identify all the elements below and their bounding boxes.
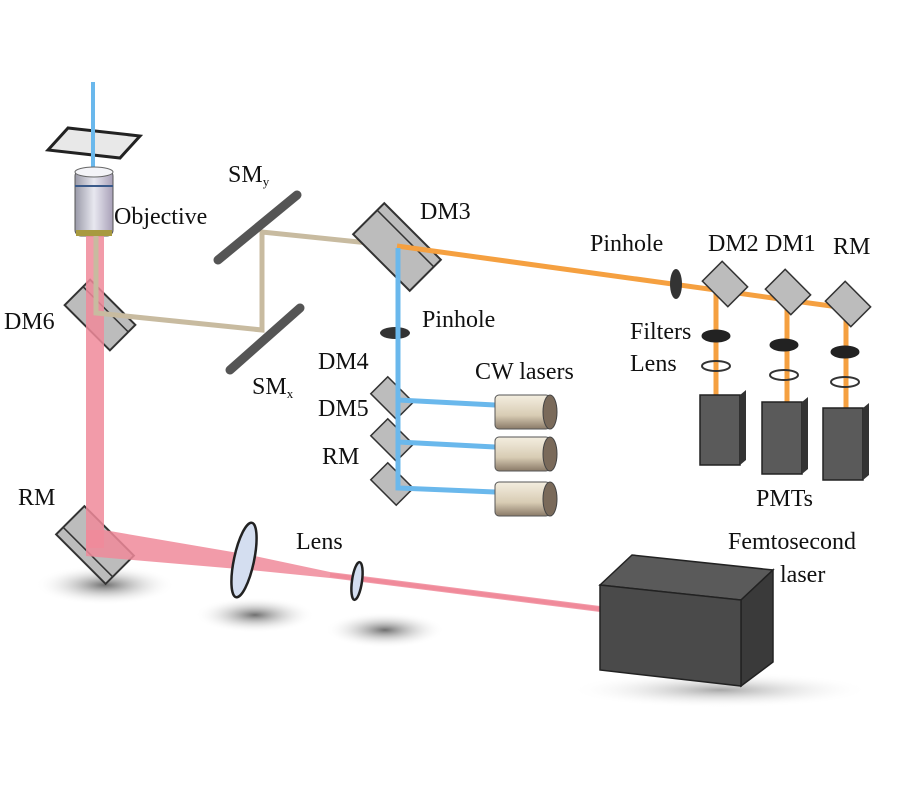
pmt-3: [822, 403, 869, 481]
pmt-lenses: [701, 360, 860, 388]
label-pinhole-mid: Pinhole: [422, 307, 496, 333]
label-rm-mid: RM: [322, 444, 360, 470]
dm2-mirror: [701, 260, 749, 308]
lens-small: [350, 560, 364, 602]
label-sm-y-sub: y: [262, 174, 270, 189]
pmt-1: [699, 390, 746, 466]
rm-mid-mirror: [369, 461, 415, 507]
label-cw-lasers: CW lasers: [475, 359, 574, 385]
pmt-2: [761, 397, 808, 475]
label-laser: laser: [780, 562, 826, 588]
cw-laser-1: [494, 394, 558, 430]
objective: [74, 166, 114, 237]
label-dm1: DM1: [765, 231, 816, 257]
rm-top-mirror: [824, 280, 872, 328]
label-sm-y-text: SM: [228, 162, 263, 188]
femtosecond-laser: [598, 554, 775, 688]
label-filters: Filters: [630, 319, 692, 345]
dm1-mirror: [764, 268, 812, 316]
label-dm5: DM5: [318, 396, 369, 422]
pinhole-top: [670, 269, 682, 299]
sm-y-mirror: [213, 190, 302, 265]
filters: [701, 329, 860, 359]
shadow-femto-laser: [570, 672, 870, 708]
label-lens-pmt: Lens: [630, 351, 677, 377]
pinhole-mid: [380, 327, 410, 339]
label-pmts: PMTs: [756, 486, 814, 512]
label-dm3: DM3: [420, 199, 471, 225]
label-sm-x-text: SM: [252, 374, 287, 400]
label-dm4: DM4: [318, 349, 369, 375]
cw-laser-3: [494, 481, 558, 517]
label-dm6: DM6: [4, 309, 55, 335]
label-rm-top: RM: [833, 234, 871, 260]
lens-large: [230, 521, 258, 599]
shadow-rm-left: [35, 565, 175, 605]
scan-beam: [93, 229, 399, 333]
label-sm-x: SMx: [252, 375, 293, 400]
label-objective: Objective: [114, 204, 208, 230]
sm-x-mirror: [225, 303, 305, 375]
label-sm-x-sub: x: [286, 386, 294, 401]
label-rm-left: RM: [18, 485, 56, 511]
cw-laser-2: [494, 436, 558, 472]
label-femtosecond: Femtosecond: [728, 529, 856, 555]
label-dm2: DM2: [708, 231, 759, 257]
cw-beam: [395, 248, 496, 495]
shadow-lens-2: [325, 612, 445, 648]
label-sm-y: SMy: [228, 163, 269, 188]
label-lens-bottom: Lens: [296, 529, 343, 555]
label-pinhole-top: Pinhole: [590, 231, 664, 257]
shadow-lens-1: [195, 597, 315, 633]
